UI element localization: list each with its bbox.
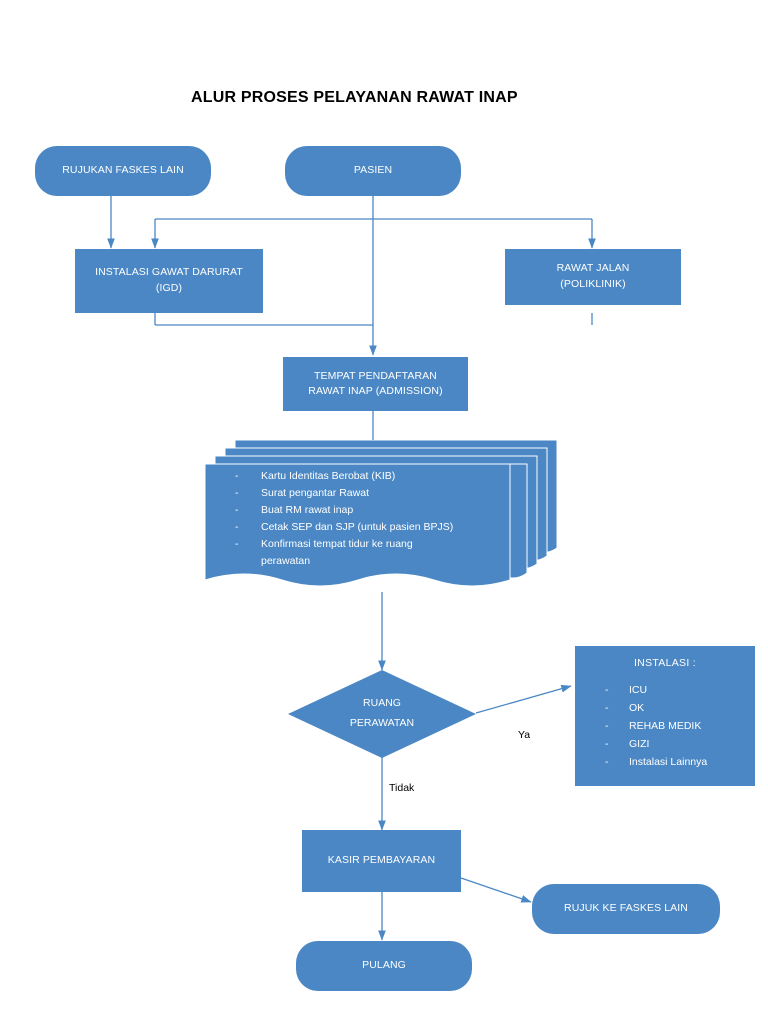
node-rawat-jalan: RAWAT JALAN (POLIKLINIK)	[505, 249, 681, 305]
page-title: ALUR PROSES PELAYANAN RAWAT INAP	[191, 89, 518, 106]
bullet-dash: -	[605, 683, 609, 696]
list-item-label: Buat RM rawat inap	[261, 504, 354, 516]
list-item-label: OK	[629, 701, 645, 714]
list-item-label: Konfirmasi tempat tidur ke ruang	[261, 538, 413, 550]
node-label: PULANG	[362, 959, 406, 972]
edge-label-tidak: Tidak	[389, 782, 415, 794]
node-ruang-perawatan-decision: RUANG PERAWATAN	[288, 670, 476, 758]
node-label-line2: (POLIKLINIK)	[560, 278, 626, 290]
node-label: RUJUK KE FASKES LAIN	[564, 902, 688, 915]
node-label-line2: RAWAT INAP (ADMISSION)	[308, 385, 443, 397]
instalasi-heading: INSTALASI :	[633, 657, 697, 669]
document-list: - Kartu Identitas Berobat (KIB) - Surat …	[235, 468, 453, 570]
node-rujuk-ke-faskes-lain: RUJUK KE FASKES LAIN	[532, 884, 720, 934]
node-label: RUJUKAN FASKES LAIN	[62, 164, 184, 177]
node-label-line2: (IGD)	[155, 282, 183, 294]
list-item-label: Surat pengantar Rawat	[261, 487, 369, 499]
node-kasir-pembayaran: KASIR PEMBAYARAN	[302, 830, 461, 892]
list-item-continuation: perawatan	[235, 553, 453, 570]
list-item: - ICU	[605, 681, 755, 699]
bullet-dash: -	[235, 504, 239, 516]
list-item: - REHAB MEDIK	[605, 717, 755, 735]
list-item: - Buat RM rawat inap	[235, 502, 453, 519]
instalasi-items: - ICU - OK - REHAB MEDIK - GIZI - Instal…	[575, 681, 755, 771]
node-label-line1: INSTALASI GAWAT DARURAT	[95, 266, 243, 279]
list-item-label-wrap: perawatan	[261, 555, 311, 567]
bullet-dash: -	[235, 487, 239, 499]
node-label-line1: TEMPAT PENDAFTARAN	[314, 369, 437, 382]
list-item: - GIZI	[605, 735, 755, 753]
list-item: - Cetak SEP dan SJP (untuk pasien BPJS)	[235, 519, 453, 536]
node-label-line1: RAWAT JALAN	[556, 262, 630, 275]
list-item: - Instalasi Lainnya	[605, 753, 755, 771]
node-document-stack: - Kartu Identitas Berobat (KIB) - Surat …	[205, 440, 565, 595]
node-label-line2: PERAWATAN	[349, 717, 415, 729]
edge-label-ya: Ya	[518, 729, 531, 741]
list-item: - Konfirmasi tempat tidur ke ruang	[235, 536, 453, 553]
node-igd: INSTALASI GAWAT DARURAT (IGD)	[75, 249, 263, 313]
node-rujukan-faskes-lain: RUJUKAN FASKES LAIN	[35, 146, 211, 196]
list-item-label: REHAB MEDIK	[629, 719, 702, 732]
node-admission: TEMPAT PENDAFTARAN RAWAT INAP (ADMISSION…	[283, 357, 468, 411]
bullet-dash: -	[235, 538, 239, 550]
diamond-shape	[288, 670, 476, 758]
bullet-dash: -	[605, 719, 609, 732]
bullet-dash: -	[235, 470, 239, 482]
node-pasien: PASIEN	[285, 146, 461, 196]
node-instalasi-list: INSTALASI : - ICU - OK - REHAB MEDIK - G…	[575, 646, 755, 786]
list-item-label: ICU	[629, 683, 648, 696]
bullet-dash: -	[235, 521, 239, 533]
list-item-label: Kartu Identitas Berobat (KIB)	[261, 470, 396, 482]
list-item: - Kartu Identitas Berobat (KIB)	[235, 468, 453, 485]
bullet-dash: -	[605, 737, 609, 750]
node-label: PASIEN	[353, 164, 393, 177]
bullet-dash: -	[605, 701, 609, 714]
list-item: - Surat pengantar Rawat	[235, 485, 453, 502]
list-item-label: Instalasi Lainnya	[629, 755, 708, 768]
list-item-label: GIZI	[629, 737, 650, 750]
node-label: KASIR PEMBAYARAN	[327, 854, 436, 867]
list-item: - OK	[605, 699, 755, 717]
node-label-line1: RUANG	[363, 697, 401, 710]
node-pulang: PULANG	[296, 941, 472, 991]
bullet-dash: -	[605, 755, 609, 768]
list-item-label: Cetak SEP dan SJP (untuk pasien BPJS)	[261, 521, 454, 533]
